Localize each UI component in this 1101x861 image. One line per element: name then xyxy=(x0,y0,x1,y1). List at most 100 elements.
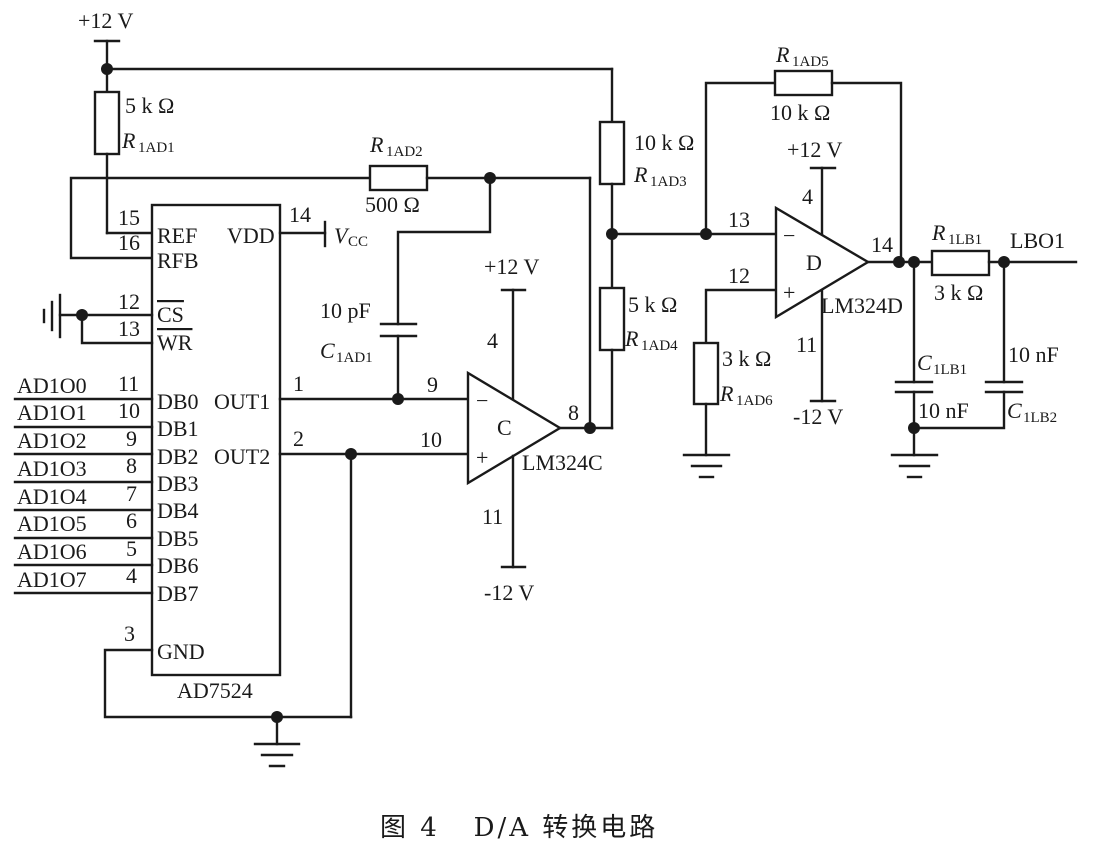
c1lb1-ref: C xyxy=(917,350,932,375)
pin-name-db3: DB3 xyxy=(157,471,199,496)
resistor-r1ad4: 5 k Ω R 1AD4 xyxy=(598,286,678,430)
r1ad6-ref-sub: 1AD6 xyxy=(736,393,773,409)
resistor-r1ad1: 5 k Ω R 1AD1 xyxy=(93,90,175,235)
junction-dot xyxy=(392,393,404,405)
net-ad1o3: AD1O3 xyxy=(17,456,87,481)
c1lb2-ref-sub: 1LB2 xyxy=(1023,410,1057,426)
r1ad1-value: 5 k Ω xyxy=(125,93,174,118)
opamp-d-letter: D xyxy=(806,250,822,275)
net-ad1o4: AD1O4 xyxy=(17,484,87,509)
pin-num-12: 12 xyxy=(118,289,140,314)
c1lb2-value: 10 nF xyxy=(1008,342,1059,367)
pin-num-15: 15 xyxy=(118,205,140,230)
r1ad3-ref-sub: 1AD3 xyxy=(650,174,687,190)
cs-wr-ground xyxy=(42,293,154,345)
pin-num-11: 11 xyxy=(118,371,139,396)
resistor-r1ad6: 3 k Ω R 1AD6 xyxy=(692,288,778,457)
pin-name-out1: OUT1 xyxy=(214,389,270,414)
pin-name-cs: CS xyxy=(157,302,184,327)
c1lb1-value: 10 nF xyxy=(918,398,969,423)
opamp-d-pin-noninv: 12 xyxy=(728,263,750,288)
junction-dot xyxy=(584,422,596,434)
junction-dot xyxy=(908,422,920,434)
ground-icon xyxy=(890,453,939,479)
pin-num-8: 8 xyxy=(126,453,137,478)
r1ad6-value: 3 k Ω xyxy=(722,346,771,371)
opamp-d-vneg-label: -12 V xyxy=(793,404,843,429)
opamp-c-minus: − xyxy=(476,388,488,413)
pin-name-rfb: RFB xyxy=(157,248,199,273)
r1ad5-value: 10 k Ω xyxy=(770,100,830,125)
vcc-label-sub: CC xyxy=(348,234,368,250)
r1ad3-value: 10 k Ω xyxy=(634,130,694,155)
resistor-r1lb1: R 1LB1 3 k Ω xyxy=(930,220,1078,305)
pin-name-db2: DB2 xyxy=(157,444,199,469)
resistor-r1ad2: R 1AD2 500 Ω xyxy=(365,132,592,217)
opamp-c-pin-noninv: 10 xyxy=(420,427,442,452)
resistor-r1ad5: R 1AD5 10 k Ω xyxy=(704,42,903,262)
r1ad4-ref: R xyxy=(624,326,639,351)
opamp-c-plus: + xyxy=(476,445,488,470)
r1ad4-value: 5 k Ω xyxy=(628,292,677,317)
figure-caption: 图 4 D/A 转换电路 xyxy=(380,813,658,843)
r1ad1-ref-sub: 1AD1 xyxy=(138,140,175,156)
pin-name-wr: WR xyxy=(157,330,193,355)
opamp-d-vpos-label: +12 V xyxy=(787,137,843,162)
net-ad1o6: AD1O6 xyxy=(17,539,87,564)
pin-num-6: 6 xyxy=(126,508,137,533)
junction-dot xyxy=(893,256,905,268)
opamp-c-vpos-label: +12 V xyxy=(484,254,540,279)
pin-num-10: 10 xyxy=(118,398,140,423)
r1ad5-ref-sub: 1AD5 xyxy=(792,54,829,70)
pin-num-13: 13 xyxy=(118,316,140,341)
r1ad6-ref: R xyxy=(719,381,734,406)
pin-num-7: 7 xyxy=(126,481,137,506)
pin-name-db6: DB6 xyxy=(157,553,199,578)
r1ad2-value: 500 Ω xyxy=(365,192,420,217)
r1ad3-ref: R xyxy=(633,162,648,187)
opamp-c-letter: C xyxy=(497,415,512,440)
pin-name-db1: DB1 xyxy=(157,416,199,441)
net-ad1o1: AD1O1 xyxy=(17,400,87,425)
net-ad1o0: AD1O0 xyxy=(17,373,87,398)
r1ad5-ref: R xyxy=(775,42,790,67)
pin-num-16: 16 xyxy=(118,230,140,255)
pin-name-db7: DB7 xyxy=(157,581,199,606)
r1ad1-ref: R xyxy=(121,128,136,153)
pin-num-5: 5 xyxy=(126,536,137,561)
rfb-feedback-wire xyxy=(69,176,372,260)
r1lb1-value: 3 k Ω xyxy=(934,280,983,305)
opamp-d-pin-out: 14 xyxy=(871,232,893,257)
data-bus xyxy=(13,397,154,595)
c1lb1-ref-sub: 1LB1 xyxy=(933,362,967,378)
opamp-c: − + C LM324C 9 10 8 +12 V 4 -12 V 11 xyxy=(420,254,603,605)
ground-icon xyxy=(253,715,301,768)
output-net-label: LBO1 xyxy=(1010,228,1065,253)
opamp-c-pin-vneg: 11 xyxy=(482,504,503,529)
opamp-d: − + D LM324D 13 12 14 +12 V 4 -12 V 11 xyxy=(728,137,903,429)
opamp-d-pin-inv: 13 xyxy=(728,207,750,232)
pin-name-db5: DB5 xyxy=(157,526,199,551)
pin-num-9: 9 xyxy=(126,426,137,451)
capacitor-c1lb2: 10 nF C 1LB2 xyxy=(912,260,1059,430)
net-ad1o5: AD1O5 xyxy=(17,511,87,536)
pin-name-gnd: GND xyxy=(157,639,205,664)
c1ad1-value: 10 pF xyxy=(320,298,371,323)
resistor-r1ad3: 10 k Ω R 1AD3 xyxy=(598,67,694,290)
vcc-label: V xyxy=(334,223,350,248)
opamp-d-plus: + xyxy=(783,280,795,305)
r1ad2-ref: R xyxy=(369,132,384,157)
opamp-d-part: LM324D xyxy=(821,293,903,318)
pin-num-3: 3 xyxy=(124,621,135,646)
pin-name-ref: REF xyxy=(157,223,197,248)
opamp-c-pin-out: 8 xyxy=(568,400,579,425)
vpos-supply-main: +12 V xyxy=(78,8,134,94)
net-ad1o2: AD1O2 xyxy=(17,428,87,453)
ground-icon xyxy=(682,453,731,479)
r1ad2-ref-sub: 1AD2 xyxy=(386,144,423,160)
capacitor-c1ad1: 10 pF C 1AD1 xyxy=(320,176,492,400)
pin-name-out2: OUT2 xyxy=(214,444,270,469)
dac-part-label: AD7524 xyxy=(177,678,253,703)
capacitor-c1lb1: C 1LB1 10 nF xyxy=(894,260,969,457)
